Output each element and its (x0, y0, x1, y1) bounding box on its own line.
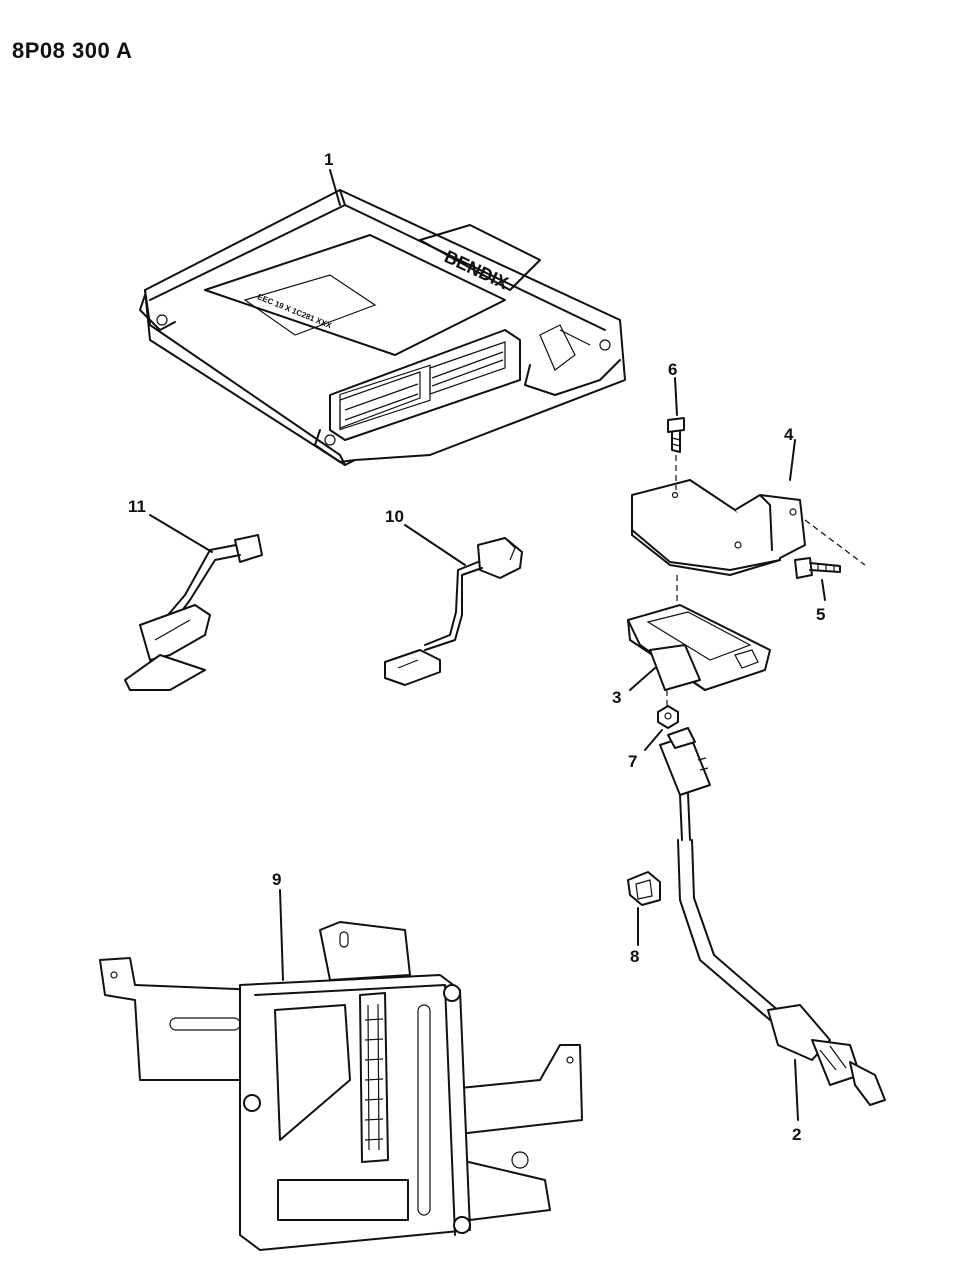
callout-10: 10 (385, 507, 404, 526)
callout-6: 6 (668, 360, 677, 379)
callout-5: 5 (816, 605, 825, 624)
callout-2: 2 (792, 1125, 801, 1144)
part-10-sensor-harness (384, 524, 523, 686)
callouts: 1 2 3 4 5 6 7 8 9 10 11 (128, 150, 825, 1144)
part-7-nut (644, 705, 679, 751)
callout-3: 3 (612, 688, 621, 707)
part-8-clip (627, 871, 661, 946)
callout-11: 11 (128, 497, 146, 516)
callout-4: 4 (784, 425, 794, 444)
part-6-screw (667, 377, 685, 490)
callout-9: 9 (272, 870, 281, 889)
callout-8: 8 (630, 947, 639, 966)
part-9-module-bracket (99, 889, 583, 1251)
part-5-bolt (794, 519, 866, 601)
part-3-ignition-module (627, 575, 771, 710)
callout-1: 1 (324, 150, 333, 169)
part-11-sensor-harness (124, 514, 263, 691)
part-4-bracket (631, 439, 806, 576)
callout-7: 7 (628, 752, 637, 771)
drawing-code: 8P08 300 A (12, 38, 133, 63)
part-1-control-module: BENDIX EEC 19 X 1C281 XXX (139, 169, 626, 466)
part-2-oxygen-sensor (659, 727, 886, 1121)
